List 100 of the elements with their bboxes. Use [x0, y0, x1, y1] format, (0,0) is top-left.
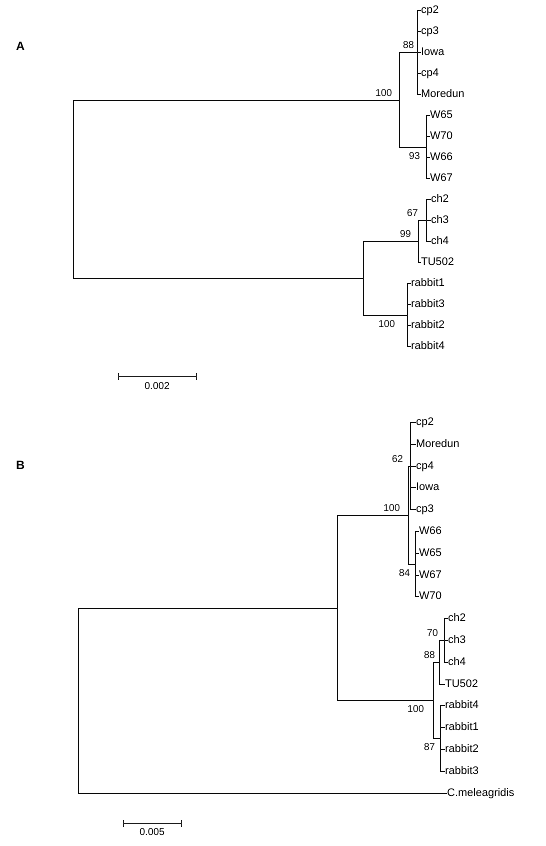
branch-line: [408, 346, 412, 347]
branch-line: [410, 487, 416, 488]
clade-line: [78, 608, 79, 794]
bootstrap-value: 62: [392, 454, 403, 464]
taxon-label: cp2: [421, 4, 439, 16]
branch-line: [418, 73, 422, 74]
branch-line: [440, 727, 446, 728]
taxon-label: ch3: [431, 214, 449, 226]
clade-line: [440, 705, 441, 772]
taxon-label: ch2: [431, 192, 449, 206]
taxon-label: W67: [419, 568, 442, 582]
taxon-label: TU502: [421, 256, 454, 268]
branch-line: [444, 618, 448, 619]
branch-line: [408, 564, 416, 565]
taxon-label: ch4: [431, 234, 449, 248]
branch-line: [418, 31, 422, 32]
branch-line: [408, 304, 412, 305]
taxon-label: W66: [430, 150, 453, 164]
taxon-label: Iowa: [416, 480, 440, 494]
taxon-label: TU502: [445, 678, 478, 690]
bootstrap-value: 87: [424, 742, 435, 752]
bootstrap-value: 100: [375, 88, 392, 98]
branch-line: [426, 115, 430, 116]
bootstrap-value: 99: [400, 228, 411, 240]
branch-line: [364, 241, 418, 242]
clade-line: [73, 100, 74, 279]
clade-line: [426, 199, 427, 242]
branch-line: [410, 422, 416, 423]
taxon-label: Moredun: [416, 438, 460, 450]
bootstrap-value: 93: [408, 150, 420, 162]
branch-line: [426, 241, 432, 242]
branch-line: [440, 705, 446, 706]
branch-line: [416, 553, 420, 554]
taxon-label: rabbit1: [445, 720, 479, 734]
taxon-label: Iowa: [421, 46, 444, 58]
scale-label: 0.005: [139, 827, 165, 839]
branch-line: [408, 325, 412, 326]
clade-line: [407, 283, 408, 347]
branch-line: [426, 157, 430, 158]
taxon-label: cp2: [416, 416, 434, 428]
taxon-label: Moredun: [421, 88, 464, 100]
clade-line: [444, 618, 445, 663]
bootstrap-value: 88: [424, 650, 435, 660]
branch-line: [338, 515, 408, 516]
branch-line: [400, 147, 426, 148]
taxon-label: W70: [419, 590, 442, 602]
bootstrap-value: 84: [398, 568, 410, 578]
branch-line: [410, 444, 416, 445]
clade-line: [426, 115, 427, 179]
bootstrap-value: 100: [378, 318, 395, 330]
branch-line: [418, 262, 422, 263]
taxon-label: ch4: [448, 656, 466, 668]
taxon-label: rabbit3: [411, 298, 445, 310]
branch-line: [416, 596, 420, 597]
branch-line: [440, 749, 446, 750]
branch-line: [426, 199, 432, 200]
branch-line: [418, 52, 422, 53]
branch-line: [418, 10, 422, 11]
branch-line: [426, 178, 430, 179]
panel-letter: A: [16, 39, 25, 53]
clade-line: [399, 52, 400, 148]
branch-line: [408, 283, 412, 284]
branch-line: [440, 640, 444, 641]
taxon-label: cp3: [416, 502, 434, 516]
clade-line: [408, 466, 409, 565]
branch-line: [416, 531, 420, 532]
clade-line: [363, 241, 364, 316]
bootstrap-value: 100: [383, 502, 400, 514]
taxon-label: W70: [430, 130, 453, 142]
taxon-label: rabbit3: [445, 764, 479, 778]
taxon-label: ch2: [448, 612, 466, 624]
bootstrap-value: 100: [407, 704, 424, 714]
taxon-label: W65: [419, 546, 442, 560]
branch-line: [410, 466, 416, 467]
branch-line: [74, 278, 364, 279]
branch-line: [440, 684, 446, 685]
branch-line: [74, 100, 400, 101]
taxon-label: cp3: [421, 24, 439, 38]
taxon-label: ch3: [448, 634, 466, 646]
clade-line: [418, 220, 419, 263]
branch-line: [426, 220, 432, 221]
branch-line: [78, 793, 448, 794]
taxon-label: cp4: [421, 66, 439, 80]
taxon-label: W65: [430, 108, 453, 122]
branch-line: [418, 94, 422, 95]
branch-line: [418, 220, 426, 221]
branch-line: [440, 771, 446, 772]
clade-line: [415, 531, 416, 597]
taxon-label: W67: [430, 172, 453, 184]
branch-line: [338, 700, 434, 701]
branch-line: [400, 52, 418, 53]
branch-line: [78, 608, 338, 609]
panel-letter: B: [16, 458, 25, 472]
taxon-label: rabbit2: [445, 742, 479, 756]
branch-line: [434, 662, 440, 663]
branch-line: [444, 640, 448, 641]
branch-line: [444, 662, 448, 663]
branch-line: [434, 738, 440, 739]
taxon-label: rabbit1: [411, 276, 445, 290]
branch-line: [426, 136, 430, 137]
